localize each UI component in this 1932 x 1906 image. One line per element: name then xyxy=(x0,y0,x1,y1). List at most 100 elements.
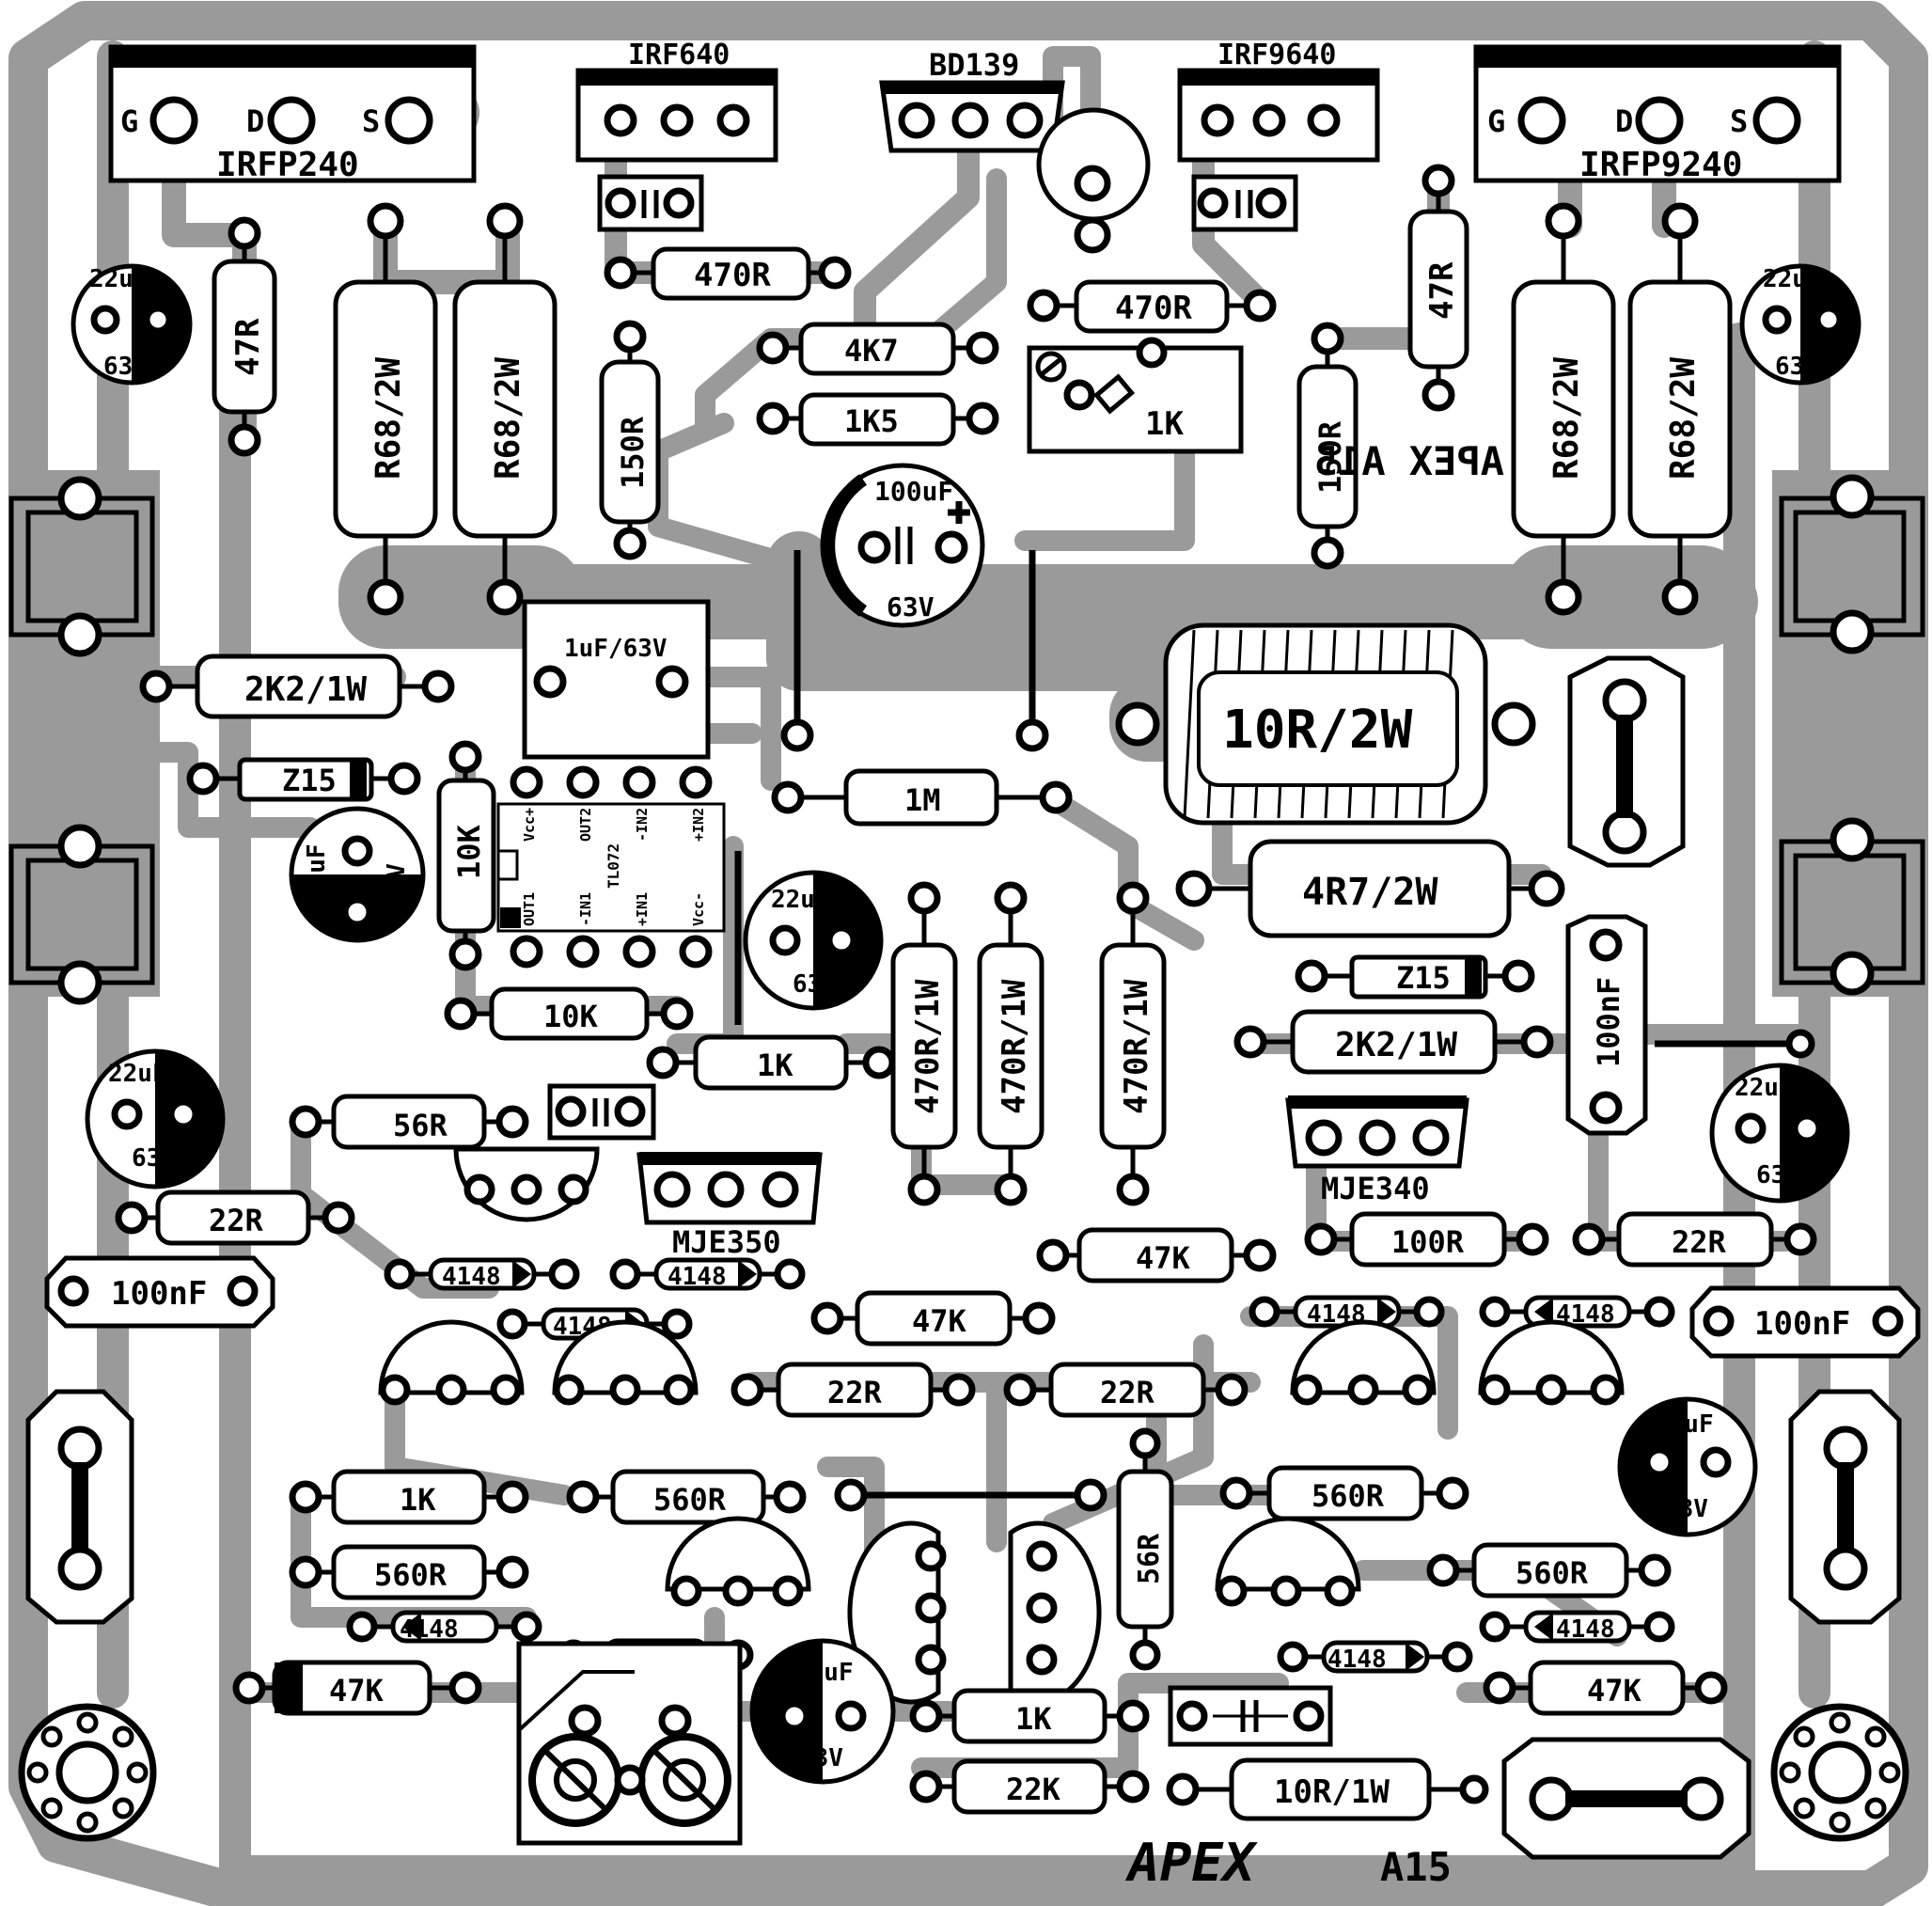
r-470r-top-right-label: 470R xyxy=(1115,290,1192,327)
r-47k-lower-right-label: 47K xyxy=(1587,1673,1642,1709)
copper-block xyxy=(38,470,160,997)
pin-vccm: Vcc- xyxy=(690,892,707,926)
resistor-1k-near-opamp: 1K xyxy=(646,1034,896,1091)
c-22uf-right-mid-v: 63V xyxy=(1756,1161,1800,1189)
capacitor-22uf-top-left: 22uF 63V xyxy=(71,263,193,386)
irfp240-d-label: D xyxy=(246,103,264,139)
c-100uf-voltage: 63V xyxy=(887,591,935,622)
d-4148-a-label: 4148 xyxy=(442,1263,501,1291)
c-22uf-top-right-label: 22uF xyxy=(1763,265,1822,293)
r-47k-upper-label: 47K xyxy=(1136,1240,1191,1276)
r-150r-left-label: 150R xyxy=(615,416,651,489)
resistor-1m: 1M xyxy=(771,550,1073,827)
diode-4148-a: 4148 xyxy=(384,1257,580,1291)
diode-4148-f: 4148 xyxy=(346,1610,542,1644)
transistor-bd139: BD139 xyxy=(879,47,1065,153)
transistor-mje340: MJE340 xyxy=(1285,1095,1469,1206)
c-22uf-left-mid-v: 63V xyxy=(132,1144,176,1173)
resistor-2k2-right: 2K2/1W xyxy=(1233,1009,1554,1075)
r-560r-left-b-label: 560R xyxy=(374,1557,448,1593)
r-47k-mid-label: 47K xyxy=(912,1303,967,1339)
opamp-tl072: Vcc+ OUT2 -IN2 +IN2 TL072 OUT1 -IN1 +IN1… xyxy=(496,765,726,969)
mje340-label: MJE340 xyxy=(1321,1171,1430,1206)
resistor-1k-lower: 1K xyxy=(909,1688,1150,1744)
capacitor-22uf-mid-left: 22uF 63V xyxy=(289,806,426,943)
r-47r-right-label: 47R xyxy=(1423,261,1461,320)
r-10k-horizontal-label: 10K xyxy=(543,999,599,1034)
resistor-150r-right: 150R xyxy=(1296,322,1359,570)
r-4r7-label: 4R7/2W xyxy=(1302,871,1438,914)
copper-pad xyxy=(338,545,583,649)
pin-in2n: -IN2 xyxy=(634,808,651,842)
z15-left-label: Z15 xyxy=(282,763,337,798)
capacitor-22uf-right-low: 22uF 63V xyxy=(1617,1396,1758,1537)
diode-4148-h: 4148 xyxy=(1277,1640,1473,1674)
r-1k-near-opamp-label: 1K xyxy=(757,1048,793,1083)
pin-out2: OUT2 xyxy=(577,808,594,842)
mosfet-irf9640: IRF9640 xyxy=(1177,39,1380,232)
resistor-47r-right: 47R xyxy=(1407,164,1469,412)
r-470r1w-b-label: 470R/1W xyxy=(996,979,1033,1114)
c-22uf-top-right-v: 63V xyxy=(1775,353,1819,381)
r-4k7-label: 4K7 xyxy=(844,333,899,369)
mount-slot-left-low xyxy=(25,1389,134,1625)
r-2k2-right-label: 2K2/1W xyxy=(1335,1026,1457,1064)
r-22r-mid-b-label: 22R xyxy=(1100,1375,1155,1410)
capacitor-100nf-right: 100nF xyxy=(1689,1285,1921,1359)
resistor-470r1w-c: 470R/1W xyxy=(1099,881,1167,1206)
pin-in2p: +IN2 xyxy=(690,808,707,842)
c-100uf-label: 100uF xyxy=(874,476,953,507)
resistor-56r-vertical: 56R xyxy=(1116,1427,1174,1671)
zener-z15-right: Z15 xyxy=(1295,954,1535,1000)
resistor-470r-top-left: 470R xyxy=(604,246,852,301)
mount-slot-bottom xyxy=(1501,1737,1751,1860)
resistor-100r: 100R xyxy=(1304,1211,1549,1268)
supply-rail-right xyxy=(1375,323,1755,1887)
c-22uf-mid-center-v: 63V xyxy=(793,970,837,999)
transistor-to92-d xyxy=(1290,1319,1437,1406)
diode-4148-i: 4148 xyxy=(1479,1610,1675,1644)
r-22r-mid-a-label: 22R xyxy=(827,1375,883,1410)
thermal-sensor xyxy=(1036,107,1151,254)
r-1m-label: 1M xyxy=(904,782,941,818)
resistor-22k: 22K xyxy=(909,1758,1150,1815)
c-22uf-left-mid-label: 22uF xyxy=(108,1060,167,1088)
coil-10r-2w: 10R/2W xyxy=(1115,622,1536,826)
r-22r-left-label: 22R xyxy=(209,1203,264,1238)
connector-right xyxy=(1779,474,1925,996)
r-560r-left-a-label: 560R xyxy=(653,1482,727,1518)
pin-out1: OUT1 xyxy=(521,892,538,926)
mirrored-brand: APEX A15 xyxy=(1314,438,1504,484)
mje350-label: MJE350 xyxy=(672,1224,781,1260)
c-22uf-top-left-v: 63V xyxy=(103,353,148,381)
irfp240-g-label: G xyxy=(120,103,138,139)
irfp9240-s-label: S xyxy=(1730,103,1748,139)
resistor-47k-lower-left: 47K xyxy=(232,1660,482,1716)
r-22k-label: 22K xyxy=(1006,1772,1061,1807)
capacitor-film-lower xyxy=(1168,1685,1333,1747)
trimmer-1k-label: 1K xyxy=(1145,405,1184,443)
capacitor-22uf-right-mid: 22uF 63V xyxy=(1709,1063,1850,1204)
transistor-pair-left xyxy=(847,1520,947,1705)
resistor-560r-right-a: 560R xyxy=(1219,1465,1469,1521)
d-4148-h-label: 4148 xyxy=(1327,1646,1387,1674)
zener-z15-left: Z15 xyxy=(186,757,421,802)
r-470r1w-a-label: 470R/1W xyxy=(909,979,947,1114)
copper-pad xyxy=(1504,545,1749,649)
resistor-4k7: 4K7 xyxy=(756,322,999,376)
irfp9240-g-label: G xyxy=(1487,103,1505,139)
c-100nf-left-label: 100nF xyxy=(111,1275,207,1313)
resistor-22r-right: 22R xyxy=(1572,1211,1817,1268)
pin-in1p: +IN1 xyxy=(634,892,651,926)
capacitor-1uf: 1uF/63V xyxy=(522,599,711,760)
r-100r-label: 100R xyxy=(1391,1224,1465,1260)
mount-hole-right xyxy=(1770,1703,1909,1842)
resistor-22r-mid-a: 22R xyxy=(730,1362,976,1418)
bd139-label: BD139 xyxy=(929,47,1019,83)
resistor-470r1w-b: 470R/1W xyxy=(977,881,1045,1206)
resistor-47k-mid: 47K xyxy=(810,1290,1056,1347)
resistor-r68-left-b: R68/2W xyxy=(452,202,558,616)
c-100nf-right-label: 100nF xyxy=(1754,1305,1850,1343)
r-56r-v-label: 56R xyxy=(1133,1533,1166,1584)
c-22uf-mid-left-v: 63V xyxy=(383,863,411,907)
